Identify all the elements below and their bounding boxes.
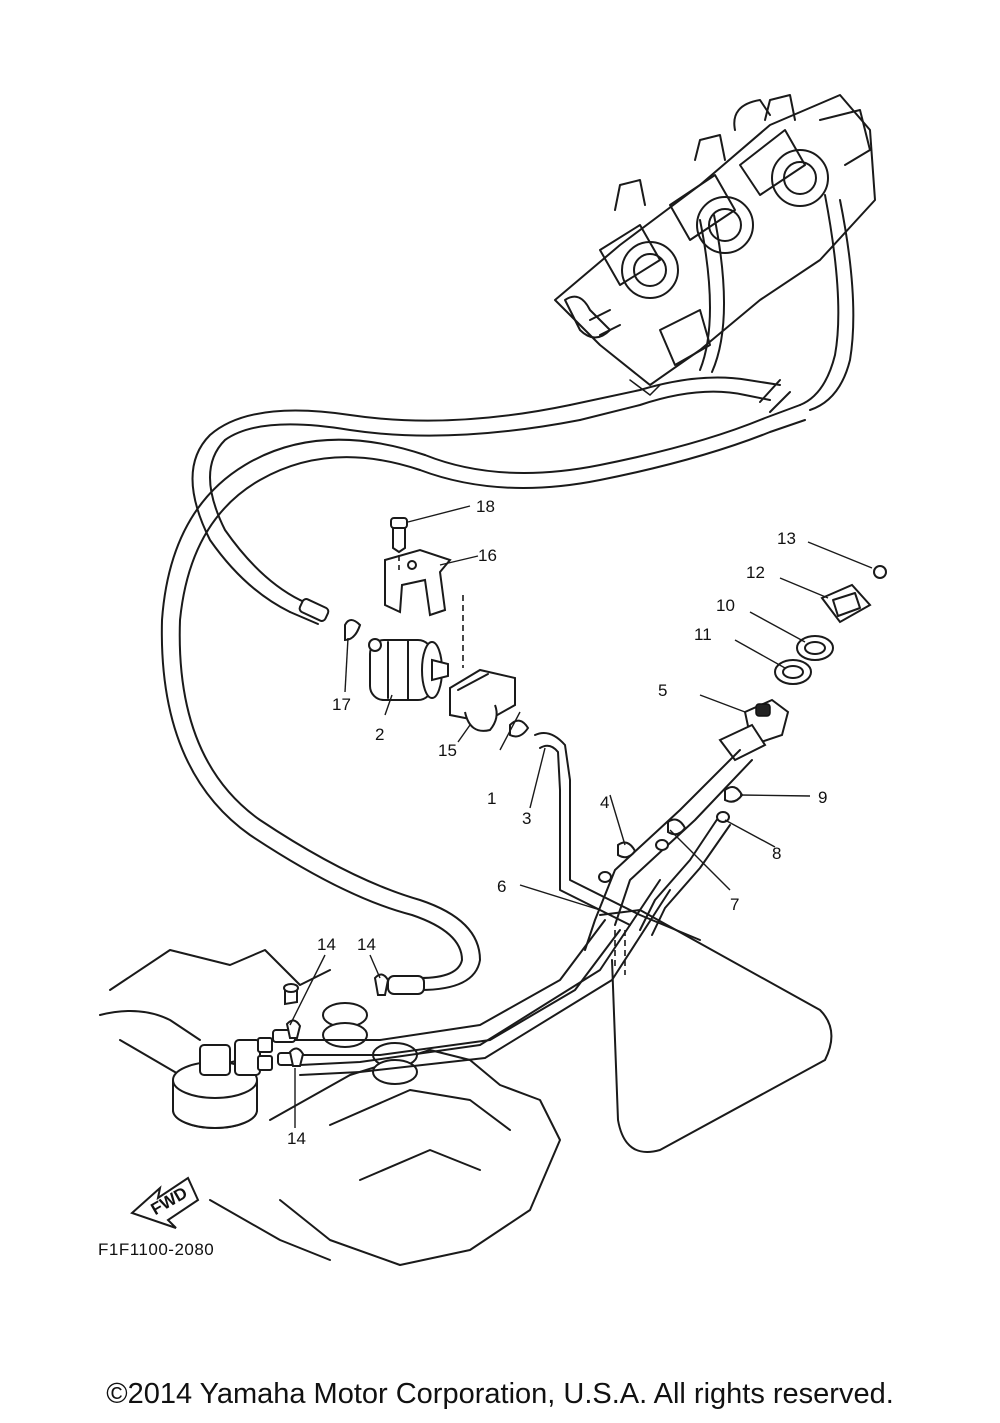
callout-17: 17	[332, 695, 351, 714]
callout-1: 1	[487, 789, 496, 808]
callout-12: 12	[746, 563, 765, 582]
fuel-filter-group	[344, 517, 701, 941]
callout-13: 13	[777, 529, 796, 548]
callout-10: 10	[716, 596, 735, 615]
leader-lines	[289, 505, 873, 1128]
callout-14c: 14	[287, 1129, 306, 1148]
throttle-body-assembly	[554, 94, 876, 396]
callout-4: 4	[600, 793, 609, 812]
fwd-arrow: FWD	[130, 1176, 200, 1229]
callout-8: 8	[772, 844, 781, 863]
lower-tank-assembly	[99, 879, 671, 1266]
fuel-cap-group	[584, 565, 887, 1153]
callout-14b: 14	[357, 935, 376, 954]
fuel-hoses	[160, 194, 855, 995]
copyright-notice: ©2014 Yamaha Motor Corporation, U.S.A. A…	[106, 1378, 894, 1410]
callout-11: 11	[694, 625, 712, 644]
callout-16: 16	[478, 546, 497, 565]
callout-15: 15	[438, 741, 457, 760]
callout-3: 3	[522, 809, 531, 828]
callout-7: 7	[730, 895, 739, 914]
callout-2: 2	[375, 725, 384, 744]
callout-18: 18	[476, 497, 495, 516]
drawing-code: F1F1100-2080	[98, 1240, 215, 1259]
callout-numbers: 1 2 3 4 5 6 7 8 9 10 11 12 13 14 14 14 1…	[287, 497, 827, 1148]
callout-6: 6	[497, 877, 506, 896]
callout-5: 5	[658, 681, 667, 700]
callout-9: 9	[818, 788, 827, 807]
callout-14a: 14	[317, 935, 336, 954]
